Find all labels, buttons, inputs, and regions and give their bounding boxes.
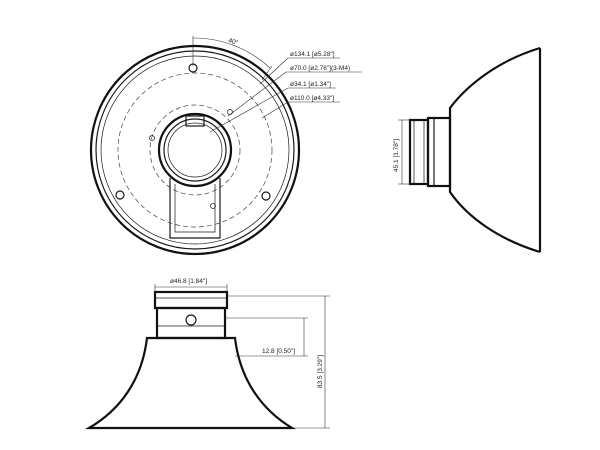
top-view: 40° ø134.1 [ø5.28"] ø70.0 [ø2.76"](3-M4)…	[89, 36, 362, 256]
center-boss-outer	[157, 112, 233, 188]
callout-4: ø110.0 [ø4.33"]	[290, 95, 334, 102]
cable-slot-inner	[174, 184, 216, 233]
center-boss-inner	[163, 118, 227, 182]
leader-1	[259, 57, 289, 85]
height-label: 45.1 [1.78"]	[393, 139, 400, 172]
inner-bolt-circle	[149, 104, 241, 196]
screw-hole-1	[227, 109, 233, 115]
top-diameter-label: ø46.8 [1.84"]	[170, 278, 207, 285]
neck-outer	[426, 116, 452, 188]
bell-body	[448, 46, 541, 254]
leader-4	[261, 101, 289, 119]
callout-1: ø134.1 [ø5.28"]	[290, 51, 335, 58]
leader-2	[227, 71, 287, 117]
angle-arc	[192, 37, 271, 69]
angle-ext-2	[261, 65, 273, 81]
screw-hole-2	[149, 135, 155, 141]
center-boss-core	[167, 122, 223, 178]
collar	[408, 118, 430, 186]
neck-hole	[185, 314, 197, 326]
callout-3: ø34.1 [ø1.34"]	[290, 81, 331, 88]
outer-rim-inner	[95, 50, 295, 250]
front-view: ø46.8 [1.84"] 12.8 [0.50"] 83.5 [3.29"]	[84, 278, 330, 430]
callout-2: ø70.0 [ø2.76"](3-M4)	[290, 65, 350, 72]
boss-notch	[185, 115, 205, 127]
mount-hole-left	[115, 190, 125, 200]
neck	[155, 306, 227, 340]
leader-3	[209, 87, 289, 133]
cable-slot	[169, 178, 221, 239]
step-label: 12.8 [0.50"]	[262, 348, 295, 355]
outer-rim	[89, 44, 301, 256]
total-height-label: 83.5 [3.29"]	[317, 355, 324, 388]
top-cap	[153, 290, 229, 310]
screw-hole-3	[210, 203, 216, 209]
bolt-circle	[117, 72, 273, 228]
angle-label: 40°	[227, 36, 239, 47]
mount-hole-right	[261, 191, 271, 201]
side-view: 45.1 [1.78"]	[393, 46, 542, 254]
inner-ring	[100, 55, 290, 245]
